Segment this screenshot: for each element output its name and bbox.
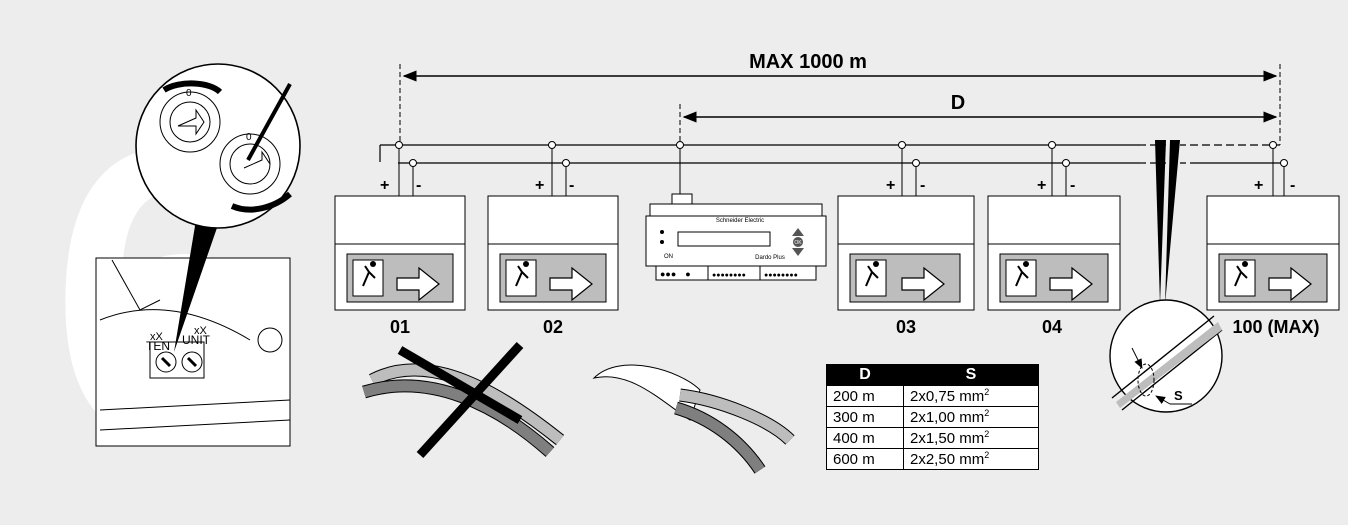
address-switch-panel: xX xX TEN UNIT (95, 257, 291, 447)
luminaire-ids: 01 02 03 04 100 (MAX) (390, 317, 1320, 337)
cable-section-label: S (1174, 388, 1183, 403)
svg-text:-: - (1290, 177, 1295, 194)
luminaire-id-03: 03 (896, 317, 916, 337)
d-distance-label: D (951, 92, 965, 114)
svg-text:+: + (886, 177, 895, 194)
luminaire-id-100: 100 (MAX) (1232, 317, 1319, 337)
svg-text:-: - (569, 177, 574, 194)
controller-model: Dardo Plus (755, 255, 785, 261)
luminaire-100 (1206, 141, 1340, 311)
svg-text:●●●●●●●●: ●●●●●●●● (764, 272, 798, 279)
controller-unit: OK Schneider Electric Dardo Plus ON ●●● … (645, 141, 827, 281)
row-section: 2x2,50 mm2 (903, 448, 1039, 470)
dial-magnifier: 0 0 (135, 63, 301, 352)
row-section: 2x0,75 mm2 (903, 385, 1039, 407)
table-row: 600 m 2x2,50 mm2 (826, 448, 1039, 470)
cable-section-table: D S 200 m 2x0,75 mm2 300 m 2x1,00 mm2 40… (826, 364, 1039, 470)
controller-on-label: ON (664, 254, 673, 260)
polarity-labels: + - + - + - + - + - (380, 177, 1295, 194)
row-distance: 200 m (826, 385, 904, 407)
table-row: 200 m 2x0,75 mm2 (826, 385, 1039, 407)
luminaire-03 (837, 141, 975, 311)
luminaire-01 (334, 141, 466, 311)
ten-prefix: xX (150, 331, 164, 343)
controller-ok-label: OK (794, 240, 802, 246)
row-section: 2x1,50 mm2 (903, 427, 1039, 449)
header-distance: D (826, 364, 904, 386)
row-distance: 600 m (826, 448, 904, 470)
luminaire-04 (987, 141, 1121, 311)
row-section: 2x1,00 mm2 (903, 406, 1039, 428)
table-header-row: D S (826, 364, 1039, 386)
d-distance-dimension: D (679, 92, 1278, 145)
svg-text:●●●●●●●●: ●●●●●●●● (712, 272, 746, 279)
row-distance: 300 m (826, 406, 904, 428)
luminaire-02 (487, 141, 619, 311)
row-distance: 400 m (826, 427, 904, 449)
ten-label: TEN (146, 339, 170, 353)
header-section: S (903, 364, 1039, 386)
bus-wires (379, 144, 1284, 164)
unit-prefix: xX (194, 325, 208, 337)
svg-text:+: + (380, 177, 389, 194)
svg-text:●●● ●: ●●● ● (660, 269, 691, 279)
luminaire-id-02: 02 (543, 317, 563, 337)
luminaire-id-04: 04 (1042, 317, 1062, 337)
svg-text:-: - (1070, 177, 1075, 194)
table-row: 300 m 2x1,00 mm2 (826, 406, 1039, 428)
luminaire-id-01: 01 (390, 317, 410, 337)
max-distance-label: MAX 1000 m (749, 51, 867, 73)
unshielded-cable-crossed (362, 341, 565, 459)
max-distance-dimension: MAX 1000 m (399, 51, 1281, 145)
bus-break (1155, 140, 1180, 305)
cable-section-magnifier: S (1109, 299, 1223, 413)
dial-digit-0b: 0 (246, 132, 252, 143)
controller-brand: Schneider Electric (716, 218, 764, 224)
svg-text:-: - (416, 177, 421, 194)
svg-text:-: - (920, 177, 925, 194)
unit-label: UNIT (182, 333, 211, 347)
svg-text:+: + (535, 177, 544, 194)
dial-digit-0: 0 (186, 88, 192, 99)
table-row: 400 m 2x1,50 mm2 (826, 427, 1039, 449)
svg-text:+: + (1254, 177, 1263, 194)
svg-text:+: + (1037, 177, 1046, 194)
shielded-cable (592, 364, 795, 474)
